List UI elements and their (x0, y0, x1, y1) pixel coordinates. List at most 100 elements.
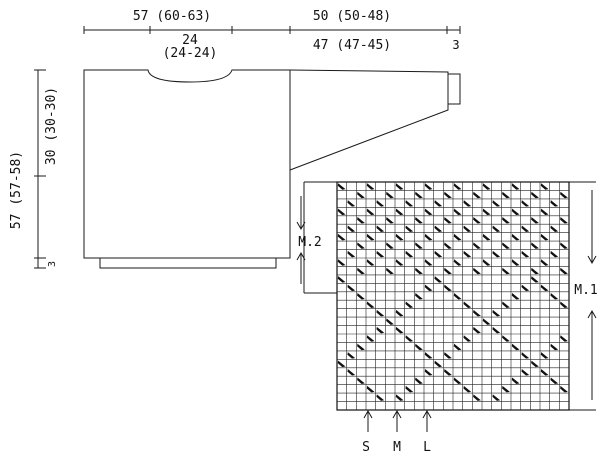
yoke-length-label: 30 (30-30) (44, 87, 59, 165)
chart-stitch-symbol (347, 250, 356, 258)
chart-stitch-symbol (376, 250, 385, 258)
chart-stitch-symbol (337, 233, 346, 241)
chart-stitch-symbol (502, 242, 510, 249)
chart-stitch-symbol (453, 208, 462, 216)
chart-stitch-symbol (502, 385, 510, 393)
chart-stitch-symbol (550, 293, 559, 300)
chart-stitch-symbol (453, 259, 462, 266)
chart-stitch-symbol (540, 183, 549, 190)
chart-stitch-symbol (444, 352, 452, 359)
chart-stitch-symbol (357, 343, 365, 351)
chart-stitch-symbol (511, 183, 520, 190)
chart-stitch-symbol (502, 191, 510, 199)
chart-stitch-symbol (540, 259, 549, 266)
chart-stitch-symbol (386, 242, 394, 249)
chart-stitch-symbol (473, 267, 481, 275)
chart-stitch-symbol (521, 225, 530, 232)
chart-stitch-symbol (376, 309, 385, 317)
sleeve-main-label: 47 (47-45) (313, 38, 391, 53)
chart-stitch-symbol (492, 326, 501, 334)
chart-stitch-symbol (444, 267, 452, 275)
chart-stitch-symbol (395, 326, 404, 334)
chart-stitch-symbol (463, 250, 472, 258)
chart-stitch-symbol (463, 335, 472, 342)
chart-stitch-symbol (357, 191, 365, 199)
chart-stitch-symbol (405, 335, 414, 342)
chart-stitch-symbol (473, 191, 481, 199)
chart-stitch-symbol (531, 217, 539, 224)
size-m-arrow (392, 409, 402, 432)
chart-stitch-symbol (424, 284, 433, 292)
top-measurement-line (83, 26, 461, 34)
chart-stitch-symbol (415, 191, 423, 199)
chart-stitch-symbol (405, 225, 414, 232)
chart-stitch-symbol (434, 360, 443, 368)
chart-stitch-symbol (395, 183, 404, 190)
chart-stitch-symbol (366, 208, 375, 216)
chart-stitch-symbol (366, 301, 375, 308)
chart-stitch-symbol (531, 267, 539, 275)
chart-stitch-symbol (357, 293, 365, 300)
chart-stitch-symbol (560, 267, 568, 275)
m2-label: M.2 (298, 235, 321, 250)
chart-stitch-symbol (405, 250, 414, 258)
chart-stitch-symbol (415, 217, 423, 224)
sleeve-length-label: 50 (50-48) (313, 9, 391, 24)
chart-stitch-symbol (395, 394, 404, 401)
chart-stitch-symbol (521, 369, 530, 376)
chart-stitch-symbol (531, 242, 539, 249)
chart-stitch-symbol (405, 200, 414, 207)
body-length-label: 57 (57-58) (9, 151, 24, 229)
chart-stitch-symbol (395, 309, 404, 317)
neck-width-label: 24 (182, 33, 198, 48)
chart-stitch-symbol (424, 352, 433, 359)
chart-stitch-symbol (453, 377, 462, 384)
neck-width-sizes-label: (24-24) (163, 46, 218, 61)
size-s-label: S (362, 440, 370, 455)
chart-stitch-symbol (482, 318, 491, 325)
chart-stitch-symbol (347, 225, 356, 232)
chart-stitch-symbol (473, 242, 481, 249)
chart-stitch-symbol (415, 242, 423, 249)
chart-stitch-symbol (415, 343, 423, 351)
chart-stitch-symbol (531, 360, 539, 368)
m1-down-arrow (587, 190, 597, 265)
hem-depth-label: 3 (47, 261, 58, 267)
chart-stitch-symbol (434, 200, 443, 207)
chart-stitch-symbol (473, 326, 481, 334)
chart-stitch-symbol (347, 369, 356, 376)
chart-stitch-symbol (386, 191, 394, 199)
chart-stitch-symbol (376, 200, 385, 207)
size-l-arrow (422, 409, 432, 432)
chart-stitch-symbol (550, 250, 559, 258)
chart-stitch-symbol (424, 208, 433, 216)
chart-stitch-symbol (434, 250, 443, 258)
chart-stitch-symbol (492, 250, 501, 258)
chart-stitch-symbol (521, 200, 530, 207)
chart-stitch-symbol (366, 183, 375, 190)
body-width-label: 57 (60-63) (133, 9, 211, 24)
size-l-label: L (423, 440, 431, 455)
m2-up-arrow (296, 251, 306, 284)
chart-stitch-symbol (376, 394, 385, 401)
chart-stitch-symbol (357, 377, 365, 384)
chart-stitch-symbol (453, 293, 462, 300)
chart-stitch-symbol (366, 385, 375, 393)
chart-stitch-symbol (415, 377, 423, 384)
chart-stitch-symbol (521, 284, 530, 292)
chart-stitch-symbol (511, 208, 520, 216)
chart-stitch-symbol (386, 318, 394, 325)
chart-stitch-symbol (463, 385, 472, 393)
chart-stitch-symbol (453, 343, 462, 351)
chart-stitch-symbol (560, 242, 568, 249)
left-measurement-line (34, 69, 46, 269)
chart-stitch-symbol (511, 293, 520, 300)
chart-stitch-symbol (376, 225, 385, 232)
chart-stitch-symbol (502, 335, 510, 342)
chart-stitch-symbol (453, 233, 462, 241)
chart-stitch-symbol (424, 183, 433, 190)
chart-stitch-symbol (560, 335, 568, 342)
chart-stitch-symbol (521, 352, 530, 359)
chart-stitch-symbol (531, 191, 539, 199)
chart-stitch-symbol (463, 225, 472, 232)
